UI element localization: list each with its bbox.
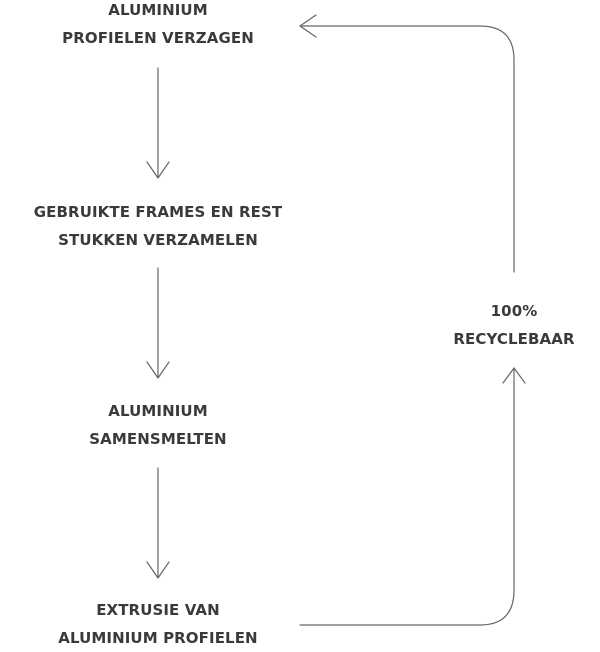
step-4-line-2: ALUMINIUM PROFIELEN [58, 629, 258, 647]
step-1-line-2: PROFIELEN VERZAGEN [62, 29, 254, 47]
step-extrusion: EXTRUSIE VAN ALUMINIUM PROFIELEN [18, 596, 298, 652]
recycle-label: 100% RECYCLEBAAR [430, 297, 598, 353]
arrow-down-icon-2 [146, 267, 170, 379]
arrow-down-icon-1 [146, 67, 170, 179]
step-collect-frames: GEBRUIKTE FRAMES EN REST STUKKEN VERZAME… [8, 198, 308, 254]
step-3-line-1: ALUMINIUM [108, 402, 208, 420]
step-melt-aluminium: ALUMINIUM SAMENSMELTEN [38, 397, 278, 453]
step-2-line-1: GEBRUIKTE FRAMES EN REST [33, 203, 283, 221]
step-2-line-2: STUKKEN VERZAMELEN [58, 231, 258, 249]
step-1-line-1: ALUMINIUM [108, 1, 208, 19]
recycle-line-1: 100% [490, 302, 538, 320]
arrow-left-loop-icon [299, 14, 515, 273]
step-saw-profiles: ALUMINIUM PROFIELEN VERZAGEN [38, 0, 278, 52]
step-3-line-2: SAMENSMELTEN [89, 430, 227, 448]
arrow-up-loop-icon [299, 367, 526, 626]
arrow-down-icon-3 [146, 467, 170, 579]
recycle-line-2: RECYCLEBAAR [453, 330, 575, 348]
step-4-line-1: EXTRUSIE VAN [96, 601, 220, 619]
